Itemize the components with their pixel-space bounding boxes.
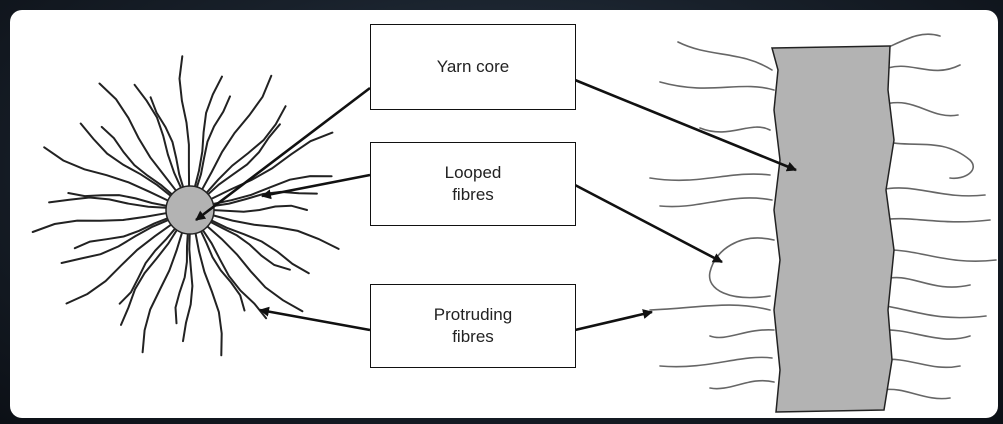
label-looped-line2: fibres [452,185,494,204]
arrow-looped-right [574,183,723,264]
fibre-strand [210,175,333,206]
arrow-yarn-core-left [195,86,371,222]
fibre-strand [120,226,180,326]
fibre-strand [118,225,178,305]
fibre-strand [208,218,310,275]
fibre-strand [182,229,194,343]
fibre-strand [43,146,171,203]
arrow-yarn-core-right [574,78,797,172]
fibre-strand [210,190,318,208]
fibre-strand [199,74,273,193]
fibre-strand [100,125,175,197]
yarn-side-view [649,33,997,413]
fibre-strand [149,96,185,191]
arrow-protruding-left [259,306,371,332]
fibre-strand [141,228,184,354]
fibre-strand [208,131,334,201]
fibre-strand [98,82,179,194]
pointer-arrows [195,78,797,332]
yarn-diagram [31,33,997,413]
label-protruding-line1: Protruding [433,305,513,324]
label-looped-line1: Looped [444,163,502,182]
fibre-strand [174,229,189,325]
fibre-strand [198,227,246,312]
fibre-strand [194,229,223,357]
fibre-strand [178,55,191,191]
fibre-strand [200,226,268,320]
fibre-strand [48,196,170,209]
fibre-cross-section-strands [31,55,340,357]
fibre-strand [204,223,304,313]
yarn-cross-section [31,55,340,357]
fibre-strand [210,213,340,250]
fibre-strand [79,122,174,199]
fibre-strand [205,123,281,197]
fibre-strand [73,216,171,250]
label-yarn-core: Yarn core [370,24,576,110]
fibre-strand [193,75,223,191]
yarn-core-cross-section [165,185,215,235]
fibre-strand [203,105,287,196]
label-yarn-core-text: Yarn core [436,57,510,76]
arrow-looped-left [261,173,371,200]
label-protruding-fibres: Protruding fibres [370,284,576,368]
fibre-strand [65,222,174,305]
fibre-strand [67,192,170,208]
fibre-strand [60,218,172,264]
fibre-strand [195,95,231,191]
fibre-strand [133,83,184,192]
fibre-strand [31,211,170,233]
fibre-strand [207,220,291,271]
diagram-panel: Yarn core Looped fibres Protruding fibre… [10,10,998,418]
yarn-core-side [771,45,895,413]
label-looped-fibres: Looped fibres [370,142,576,226]
fibre-strand [211,204,308,213]
label-protruding-line2: fibres [452,327,494,346]
arrow-protruding-right [574,309,653,332]
fibre-side-strands [649,33,997,400]
